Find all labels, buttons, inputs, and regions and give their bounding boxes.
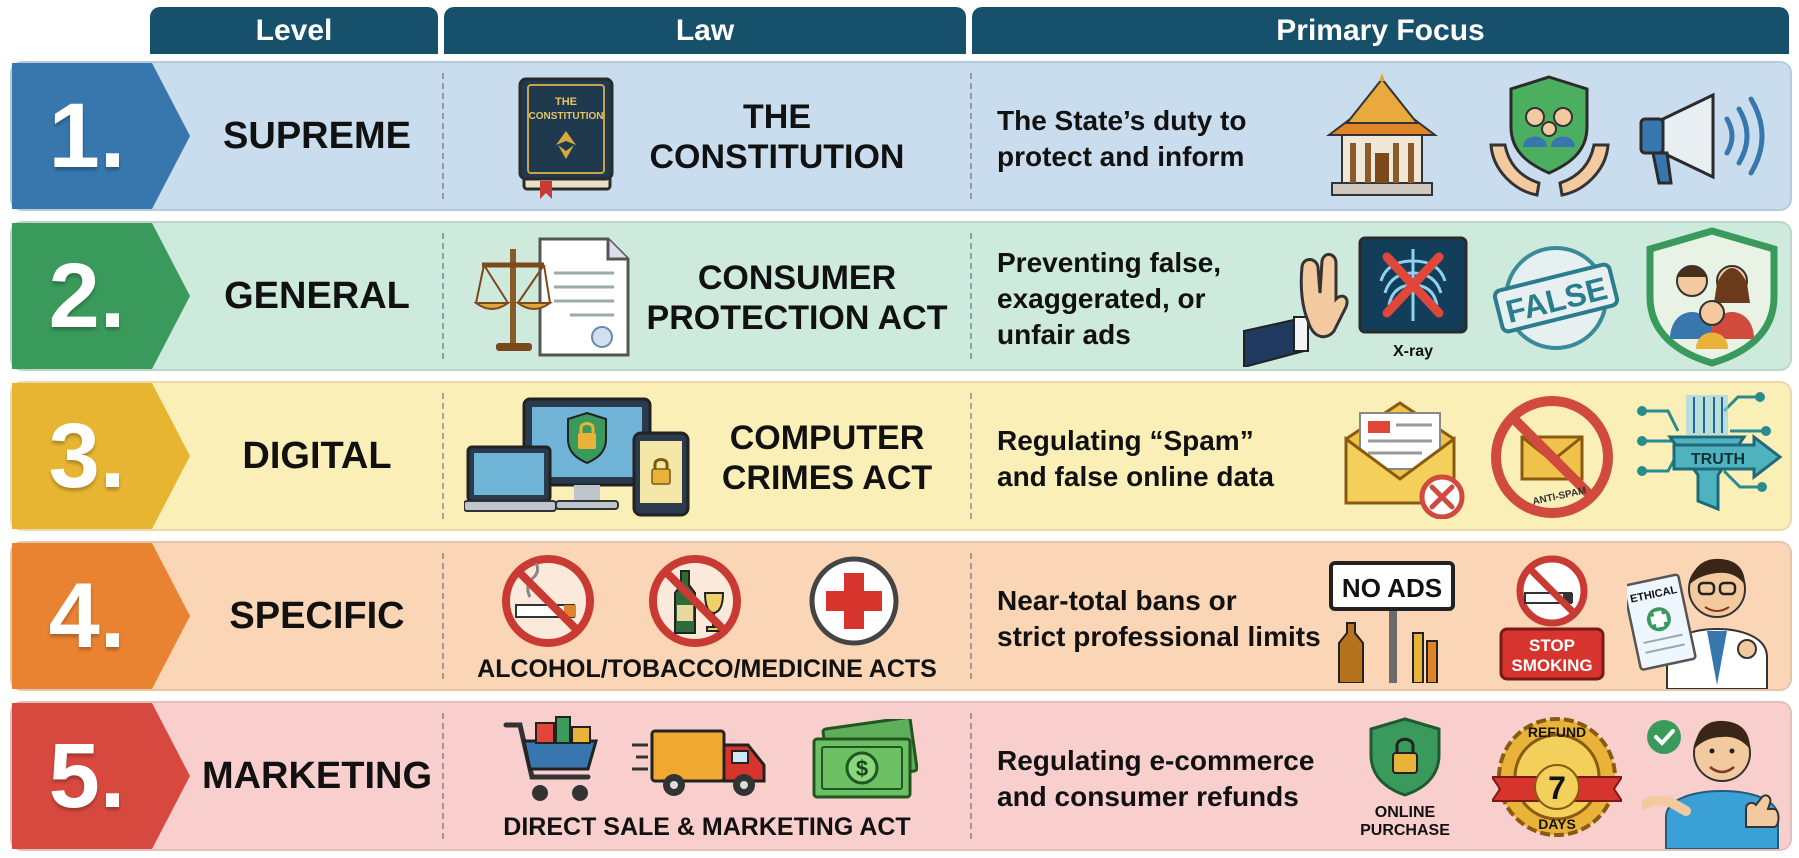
divider [442, 233, 444, 359]
delivery-truck-icon [632, 729, 766, 796]
law-caption: DIRECT SALE & MARKETING ACT [503, 813, 911, 841]
header-law: Law [444, 7, 966, 54]
level-number: 1. [48, 84, 126, 187]
row-level-4: 4. SPECIFIC ALCOHOL/TOBACCO/MEDICINE ACT… [10, 541, 1792, 691]
family-shield-icon [1646, 227, 1778, 367]
level-badge: 2. [12, 223, 192, 369]
level-number: 4. [48, 564, 126, 667]
level-badge: 4. [12, 543, 192, 689]
law-caption: ALCOHOL/TOBACCO/MEDICINE ACTS [477, 655, 937, 683]
xray-icon [1358, 236, 1468, 334]
stop-hand-icon [1243, 253, 1349, 367]
xray-caption: X-ray [1392, 343, 1434, 360]
stop-label: STOP [1529, 636, 1575, 655]
online-purchase-shield-icon [1369, 717, 1441, 797]
level-number: 5. [48, 724, 126, 827]
devices-lock-icon [464, 397, 690, 517]
anti-spam-icon: ANTI-SPAM [1491, 396, 1613, 518]
divider [970, 73, 972, 199]
svg-text:$: $ [856, 756, 868, 781]
header-level: Level [150, 7, 438, 54]
truth-filter-icon: TRUTH [1637, 392, 1783, 512]
level-label: GENERAL [224, 274, 410, 317]
divider [442, 713, 444, 839]
envelope-blocked-icon [1344, 401, 1465, 519]
divider [442, 73, 444, 199]
thai-temple-icon [1326, 73, 1438, 196]
level-label: SPECIFIC [229, 594, 405, 637]
divider [970, 233, 972, 359]
scales-document-icon [474, 237, 630, 357]
refund-days-number: 7 [1548, 770, 1566, 806]
header-primary-focus: Primary Focus [972, 7, 1789, 54]
smoking-label: SMOKING [1511, 656, 1592, 675]
no-alcohol-icon [649, 555, 741, 647]
refund-badge-icon: REFUND 7 DAYS [1492, 717, 1622, 837]
constitution-book-icon: THE CONSTITUTION [518, 77, 614, 199]
stop-smoking-icon: STOP SMOKING [1499, 555, 1605, 681]
divider [970, 393, 972, 519]
level-badge: 1. [12, 63, 192, 209]
divider [442, 393, 444, 519]
protective-hands-family-icon [1489, 75, 1610, 197]
row-level-5: 5. MARKETING $ DIRECT SALE & MARKETING A… [10, 701, 1792, 851]
divider [442, 553, 444, 679]
svg-text:THE: THE [555, 96, 577, 108]
medical-cross-icon [809, 556, 899, 646]
focus-text: Regulating “Spam”and false online data [997, 425, 1274, 492]
refund-label: REFUND [1528, 724, 1586, 740]
level-label: SUPREME [223, 114, 411, 157]
level-badge: 3. [12, 383, 192, 529]
doctor-ethical-icon: ETHICAL [1627, 558, 1768, 689]
no-smoking-icon [502, 555, 594, 647]
divider [970, 553, 972, 679]
person-thumbs-up-icon [1642, 720, 1780, 849]
no-ads-sign-icon: NO ADS [1329, 561, 1455, 683]
level-badge: 5. [12, 703, 192, 849]
svg-text:CONSTITUTION: CONSTITUTION [529, 111, 604, 122]
false-stamp-icon: FALSE [1492, 246, 1620, 350]
shopping-cart-icon [503, 716, 598, 801]
level-label: MARKETING [201, 754, 433, 797]
level-label: DIGITAL [242, 434, 392, 477]
no-ads-label: NO ADS [1342, 573, 1442, 603]
megaphone-icon [1639, 92, 1765, 185]
cash-icon: $ [812, 719, 918, 799]
truth-label: TRUTH [1691, 451, 1745, 468]
level-number: 3. [48, 404, 126, 507]
level-number: 2. [48, 244, 126, 347]
divider [970, 713, 972, 839]
refund-days-label: DAYS [1538, 816, 1576, 832]
